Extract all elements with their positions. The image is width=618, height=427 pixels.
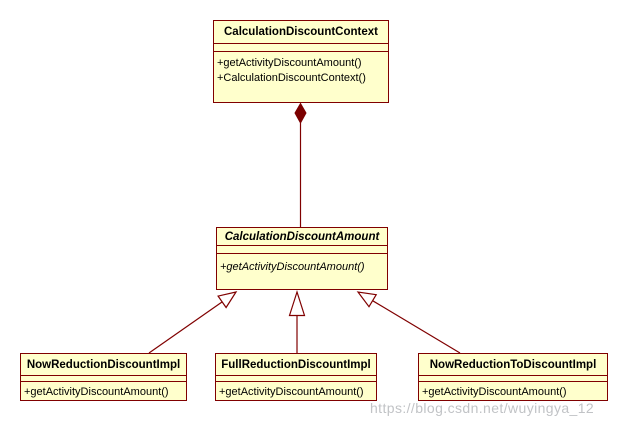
class-calculation-discount-context: CalculationDiscountContext +getActivityD… [213,20,389,103]
generalization-triangle-icon [356,291,378,308]
class-methods-section: +getActivityDiscountAmount() +Calculatio… [214,52,388,86]
composition-diamond-icon [294,102,307,125]
class-title: CalculationDiscountContext [214,21,388,44]
method-label: +getActivityDiscountAmount() [217,57,362,69]
composition-connector [294,102,307,227]
generalization-connector-left [148,291,238,354]
class-full-reduction-discount-impl: FullReductionDiscountImpl +getActivityDi… [215,353,377,401]
class-title: CalculationDiscountAmount [217,228,387,246]
class-now-reduction-to-discount-impl: NowReductionToDiscountImpl +getActivityD… [418,353,608,401]
method-label: +getActivityDiscountAmount() [422,386,567,398]
class-calculation-discount-amount: CalculationDiscountAmount +getActivityDi… [216,227,388,290]
class-attributes-section [216,376,376,382]
method-label: +getActivityDiscountAmount() [219,386,364,398]
generalization-connector-right [356,291,461,354]
class-methods-section: +getActivityDiscountAmount() [21,382,186,400]
class-methods-section: +getActivityDiscountAmount() [217,254,387,275]
generalization-connector-middle [288,290,306,353]
method-label: +getActivityDiscountAmount() [24,386,169,398]
generalization-triangle-icon [288,290,306,317]
class-methods-section: +getActivityDiscountAmount() [419,382,607,400]
method-label: +getActivityDiscountAmount() [220,261,365,273]
class-attributes-section [214,44,388,52]
generalization-triangle-icon [217,291,238,309]
class-title: NowReductionDiscountImpl [21,354,186,376]
class-attributes-section [217,246,387,254]
class-title: NowReductionToDiscountImpl [419,354,607,376]
class-title: FullReductionDiscountImpl [216,354,376,376]
class-attributes-section [21,376,186,382]
class-methods-section: +getActivityDiscountAmount() [216,382,376,400]
method-label: +CalculationDiscountContext() [217,72,366,84]
class-now-reduction-discount-impl: NowReductionDiscountImpl +getActivityDis… [20,353,187,401]
class-attributes-section [419,376,607,382]
csdn-watermark: https://blog.csdn.net/wuyingya_12 [370,400,595,416]
